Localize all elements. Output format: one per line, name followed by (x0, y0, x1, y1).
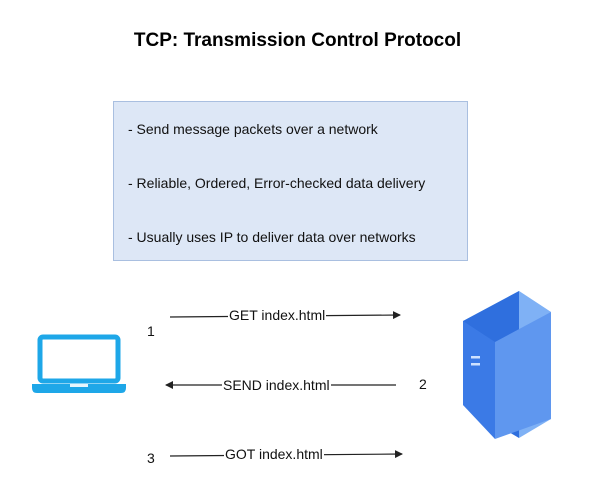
arrow-label-got: GOT index.html (224, 446, 324, 462)
step-number-1: 1 (147, 323, 155, 339)
info-bullet: - Reliable, Ordered, Error-checked data … (128, 175, 426, 191)
step-number-2: 2 (419, 376, 427, 392)
diagram-title: TCP: Transmission Control Protocol (133, 30, 462, 51)
step-number-3: 3 (147, 450, 155, 466)
info-bullet: - Send message packets over a network (128, 121, 378, 137)
arrow-label-send: SEND index.html (222, 377, 331, 393)
info-bullet: - Usually uses IP to deliver data over n… (128, 229, 416, 245)
server-tower-icon (463, 291, 551, 439)
laptop-icon (32, 334, 126, 393)
info-box: - Send message packets over a network - … (113, 101, 468, 261)
arrow-label-get: GET index.html (228, 307, 327, 323)
